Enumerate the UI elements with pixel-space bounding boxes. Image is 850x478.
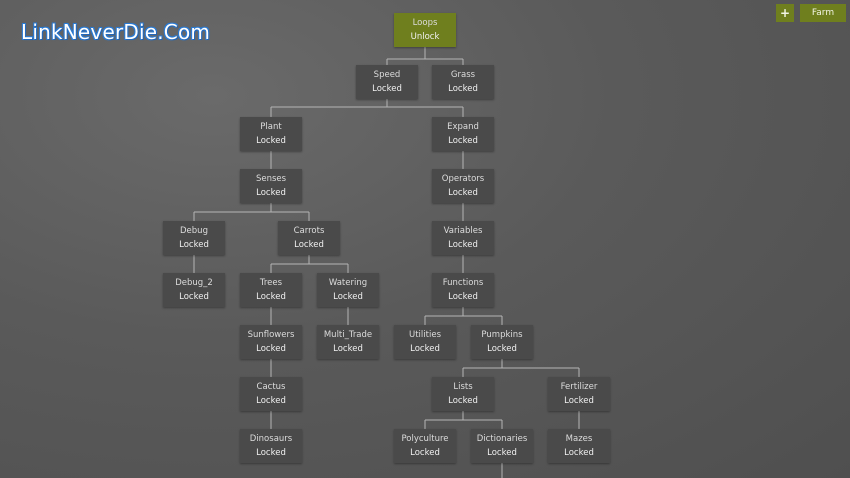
node-watering[interactable]: Watering Locked <box>317 273 379 307</box>
node-name: Speed <box>373 70 401 80</box>
node-name: Mazes <box>565 434 593 444</box>
node-status: Locked <box>294 240 324 250</box>
node-status: Locked <box>487 344 517 354</box>
node-mazes[interactable]: Mazes Locked <box>548 429 610 463</box>
node-name: Fertilizer <box>560 382 598 392</box>
node-name: Cactus <box>256 382 286 392</box>
node-loops[interactable]: Loops Unlock <box>394 13 456 47</box>
node-speed[interactable]: Speed Locked <box>356 65 418 99</box>
node-variables[interactable]: Variables Locked <box>432 221 494 255</box>
node-status: Locked <box>448 136 478 146</box>
node-status: Locked <box>256 344 286 354</box>
watermark-text: LinkNeverDie.Com <box>21 20 211 44</box>
node-plant[interactable]: Plant Locked <box>240 117 302 151</box>
add-button[interactable]: + <box>776 4 794 22</box>
node-status: Locked <box>179 292 209 302</box>
node-senses[interactable]: Senses Locked <box>240 169 302 203</box>
node-status: Locked <box>448 292 478 302</box>
node-name: Operators <box>441 174 485 184</box>
node-status: Locked <box>410 448 440 458</box>
node-status: Locked <box>410 344 440 354</box>
node-dinosaurs[interactable]: Dinosaurs Locked <box>240 429 302 463</box>
node-operators[interactable]: Operators Locked <box>432 169 494 203</box>
node-status: Locked <box>448 84 478 94</box>
node-status: Unlock <box>410 32 440 42</box>
node-multi-trade[interactable]: Multi_Trade Locked <box>317 325 379 359</box>
node-name: Variables <box>443 226 483 236</box>
node-debug-2[interactable]: Debug_2 Locked <box>163 273 225 307</box>
node-carrots[interactable]: Carrots Locked <box>278 221 340 255</box>
node-name: Plant <box>260 122 282 132</box>
node-status: Locked <box>256 136 286 146</box>
node-status: Locked <box>333 292 363 302</box>
node-status: Locked <box>372 84 402 94</box>
node-name: Watering <box>328 278 368 288</box>
node-status: Locked <box>256 292 286 302</box>
node-dictionaries[interactable]: Dictionaries Locked <box>471 429 533 463</box>
node-status: Locked <box>256 396 286 406</box>
node-name: Sunflowers <box>247 330 295 340</box>
node-name: Loops <box>412 18 438 28</box>
node-name: Expand <box>447 122 479 132</box>
node-trees[interactable]: Trees Locked <box>240 273 302 307</box>
node-status: Locked <box>256 188 286 198</box>
node-name: Grass <box>450 70 476 80</box>
node-functions[interactable]: Functions Locked <box>432 273 494 307</box>
node-name: Debug <box>180 226 208 236</box>
node-grass[interactable]: Grass Locked <box>432 65 494 99</box>
node-status: Locked <box>333 344 363 354</box>
node-status: Locked <box>448 396 478 406</box>
node-status: Locked <box>564 448 594 458</box>
node-name: Polyculture <box>401 434 449 444</box>
node-name: Dinosaurs <box>249 434 293 444</box>
node-name: Senses <box>255 174 287 184</box>
node-status: Locked <box>448 188 478 198</box>
node-name: Trees <box>259 278 283 288</box>
node-name: Debug_2 <box>175 278 213 288</box>
node-name: Utilities <box>409 330 441 340</box>
node-name: Lists <box>453 382 473 392</box>
node-expand[interactable]: Expand Locked <box>432 117 494 151</box>
node-status: Locked <box>487 448 517 458</box>
node-name: Functions <box>442 278 484 288</box>
node-pumpkins[interactable]: Pumpkins Locked <box>471 325 533 359</box>
node-lists[interactable]: Lists Locked <box>432 377 494 411</box>
node-name: Pumpkins <box>481 330 523 340</box>
node-name: Dictionaries <box>476 434 528 444</box>
node-utilities[interactable]: Utilities Locked <box>394 325 456 359</box>
node-fertilizer[interactable]: Fertilizer Locked <box>548 377 610 411</box>
node-sunflowers[interactable]: Sunflowers Locked <box>240 325 302 359</box>
node-name: Carrots <box>293 226 325 236</box>
node-status: Locked <box>179 240 209 250</box>
farm-button[interactable]: Farm <box>800 4 846 22</box>
node-status: Locked <box>448 240 478 250</box>
node-cactus[interactable]: Cactus Locked <box>240 377 302 411</box>
node-status: Locked <box>564 396 594 406</box>
node-polyculture[interactable]: Polyculture Locked <box>394 429 456 463</box>
node-status: Locked <box>256 448 286 458</box>
node-name: Multi_Trade <box>323 330 373 340</box>
node-debug[interactable]: Debug Locked <box>163 221 225 255</box>
